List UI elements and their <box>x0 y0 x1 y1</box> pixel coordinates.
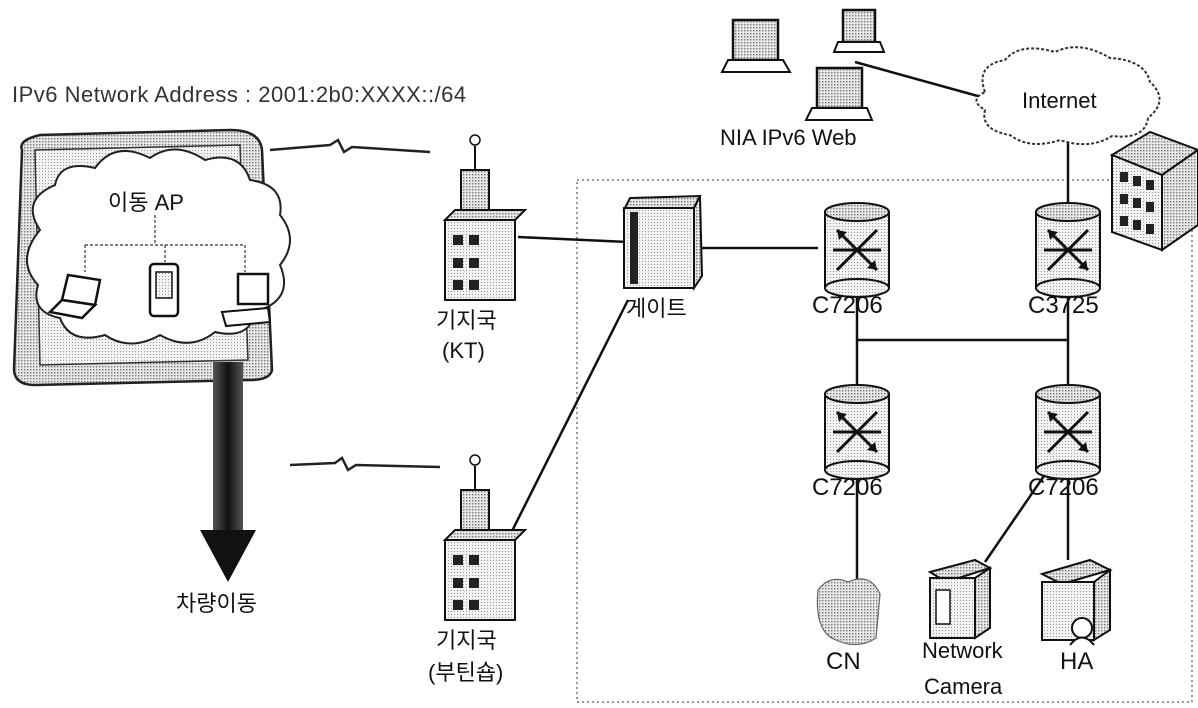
internet-label: Internet <box>1022 90 1097 112</box>
vehicle-movement-label: 차량이동 <box>176 593 257 615</box>
base-station-kt-carrier: (KT) <box>442 340 485 362</box>
monitor-icon <box>806 68 872 120</box>
camera-icon <box>930 560 990 638</box>
server-rack-icon <box>1112 132 1198 250</box>
router-c7206-right <box>1036 385 1100 479</box>
wireless-links <box>270 140 440 470</box>
router-c7206-right-label: C7206 <box>1028 476 1099 500</box>
router-c3725-label: C3725 <box>1028 294 1099 318</box>
network-camera-label-line1: Network <box>922 640 1003 662</box>
ha-server-icon <box>1042 560 1110 645</box>
down-arrow-icon <box>200 362 256 582</box>
address-header: IPv6 Network Address : 2001:2b0:XXXX::/6… <box>12 84 467 106</box>
mobile-ap-label: 이동 AP <box>108 192 184 214</box>
cn-node-icon <box>817 579 880 645</box>
router-c7206-top-label: C7206 <box>812 294 883 318</box>
web-server-label: NIA IPv6 Web <box>720 127 857 149</box>
base-station-kt <box>445 135 525 300</box>
gateway-switch <box>624 196 702 288</box>
base-station-2 <box>445 455 525 620</box>
gateway-label: 게이트 <box>626 298 687 320</box>
base-station-2-carrier: (부틴숍) <box>428 662 503 684</box>
pda-icon <box>150 264 178 316</box>
network-camera-label-line2: Camera <box>924 676 1002 698</box>
router-c7206-left-label: C7206 <box>812 476 883 500</box>
ha-label: HA <box>1060 650 1093 674</box>
cn-label: CN <box>826 650 861 674</box>
router-c3725 <box>1036 203 1100 297</box>
base-station-2-label: 기지국 <box>436 630 497 652</box>
monitor-icon <box>834 10 884 52</box>
router-c7206-left <box>825 385 889 479</box>
router-c7206-top <box>825 203 889 297</box>
monitor-icon <box>722 20 790 72</box>
base-station-kt-label: 기지국 <box>436 310 497 332</box>
